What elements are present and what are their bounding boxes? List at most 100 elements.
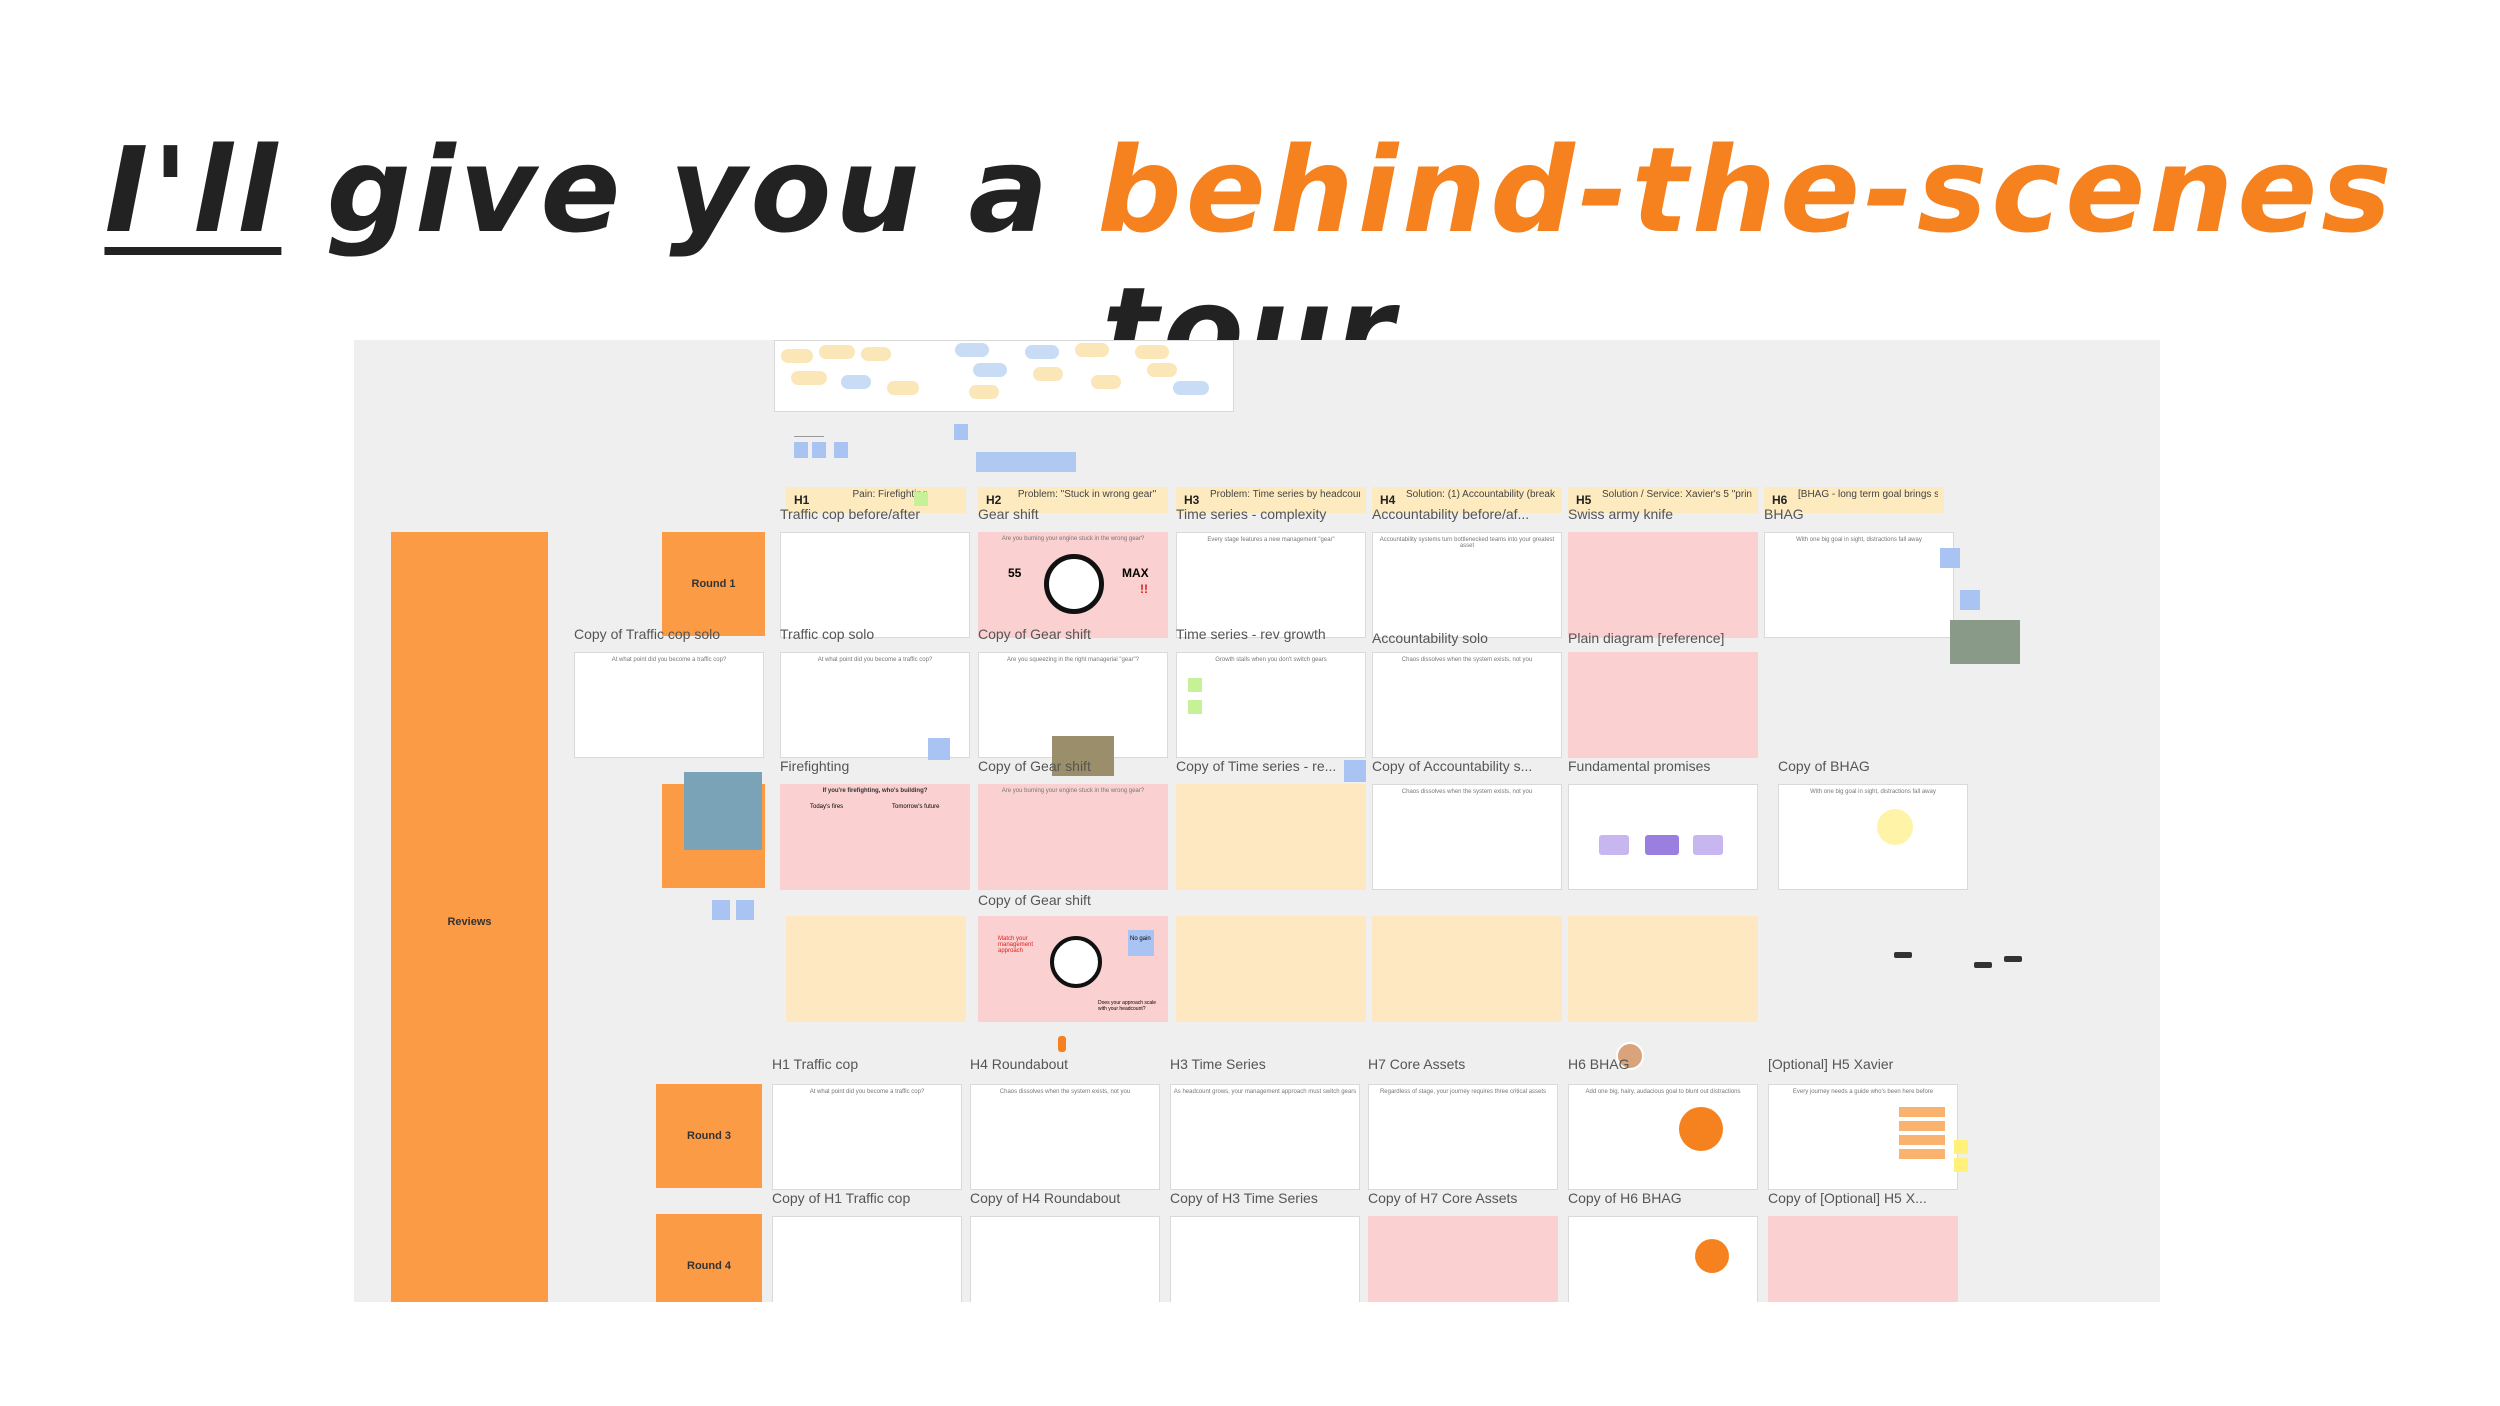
sticky-note[interactable]: [712, 900, 730, 920]
column-header-h2[interactable]: H2 Problem: "Stuck in wrong gear": [978, 487, 1168, 513]
sticky-note[interactable]: No gain: [1128, 930, 1154, 956]
sticky-pill[interactable]: [861, 347, 891, 361]
sticky-pill[interactable]: [887, 381, 919, 395]
orange-marker[interactable]: [1058, 1036, 1066, 1052]
sticky-note[interactable]: [1899, 1107, 1945, 1117]
sticky-pill[interactable]: [1033, 367, 1063, 381]
slide-traffic-cop-before-after[interactable]: [780, 532, 970, 638]
sticky-note[interactable]: [1188, 700, 1202, 714]
sticky-pill[interactable]: [1075, 343, 1109, 357]
sticky-note[interactable]: [812, 442, 826, 458]
frame-label: Copy of H4 Roundabout: [970, 1190, 1121, 1206]
slide-optional-h5-xavier[interactable]: Every journey needs a guide who's been h…: [1768, 1084, 1958, 1190]
slide-copy-h3-time-series[interactable]: [1170, 1216, 1360, 1302]
slide-firefighting[interactable]: If you're firefighting, who's building? …: [780, 784, 970, 890]
sticky-note[interactable]: [794, 442, 808, 458]
sticky-note[interactable]: [1960, 590, 1980, 610]
sticky-note[interactable]: [1188, 678, 1202, 692]
gear-max-label: MAX: [1122, 566, 1149, 580]
sticky-pill[interactable]: [1135, 345, 1169, 359]
frame-label: Copy of Time series - re...: [1176, 758, 1337, 774]
road-photo[interactable]: [1950, 620, 2020, 664]
column-header-h4[interactable]: H4 Solution: (1) Accountability (break t…: [1372, 487, 1562, 513]
slide-copy-traffic-cop-solo[interactable]: At what point did you become a traffic c…: [574, 652, 764, 758]
sticky-note[interactable]: [1899, 1135, 1945, 1145]
sticky-note[interactable]: [1954, 1158, 1968, 1172]
sticky-note[interactable]: [928, 738, 950, 760]
slide-copy-time-series[interactable]: [1176, 784, 1366, 890]
brainstorm-frame[interactable]: [774, 340, 1234, 412]
frame-label: Traffic cop solo: [780, 626, 875, 642]
column-header-h3[interactable]: H3 Problem: Time series by headcount: [1176, 487, 1366, 513]
sticky-pill[interactable]: [781, 349, 813, 363]
slide-copy-h4-roundabout[interactable]: [970, 1216, 1160, 1302]
sticky-pill[interactable]: [1025, 345, 1059, 359]
slide-copy-bhag[interactable]: With one big goal in sight, distractions…: [1778, 784, 1968, 890]
sticky-pill[interactable]: [1091, 375, 1121, 389]
slide-fundamental-promises[interactable]: [1568, 784, 1758, 890]
column-header-id: H5: [1576, 493, 1592, 507]
frame-label: H1 Traffic cop: [772, 1056, 859, 1072]
slide-copy-gear-shift-3[interactable]: Match your management approach No gain D…: [978, 916, 1168, 1022]
slide-placeholder[interactable]: [1568, 916, 1758, 1022]
slide-time-series-complexity[interactable]: Every stage features a new management "g…: [1176, 532, 1366, 638]
column-header-text: Pain: Firefighting: [852, 489, 928, 500]
slide-building-sketch[interactable]: [1176, 916, 1366, 1022]
sticky-pill[interactable]: [841, 375, 871, 389]
sticky-pill[interactable]: [973, 363, 1007, 377]
sticky-pill[interactable]: [791, 371, 827, 385]
slide-bhag[interactable]: With one big goal in sight, distractions…: [1764, 532, 1954, 638]
slide-copy-h1-traffic-cop[interactable]: [772, 1216, 962, 1302]
sticky-pill[interactable]: [1173, 381, 1209, 395]
slide-accountability-solo[interactable]: Chaos dissolves when the system exists, …: [1372, 652, 1562, 758]
column-header-h5[interactable]: H5 Solution / Service: Xavier's 5 "princ…: [1568, 487, 1758, 513]
slide-copy-gear-shift-2[interactable]: Are you burning your engine stuck in the…: [978, 784, 1168, 890]
sticky-pill[interactable]: [955, 343, 989, 357]
round-1-frame[interactable]: Round 1: [662, 532, 765, 636]
sticky-note[interactable]: [834, 442, 848, 458]
slide-copy-accountability[interactable]: Chaos dissolves when the system exists, …: [1372, 784, 1562, 890]
slide-placeholder[interactable]: [1372, 916, 1562, 1022]
sticky-note[interactable]: [1940, 548, 1960, 568]
round-4-frame[interactable]: Round 4: [656, 1214, 762, 1302]
frame-label: Traffic cop before/after: [780, 506, 921, 522]
slide-caption: Are you burning your engine stuck in the…: [1001, 536, 1145, 542]
slide-h4-roundabout[interactable]: Chaos dissolves when the system exists, …: [970, 1084, 1160, 1190]
sticky-note[interactable]: [954, 424, 968, 440]
slide-placeholder[interactable]: [786, 916, 966, 1022]
slide-h1-traffic-cop[interactable]: At what point did you become a traffic c…: [772, 1084, 962, 1190]
whiteboard-screenshot[interactable]: H1 Pain: Firefighting H2 Problem: "Stuck…: [354, 340, 2160, 1302]
slide-h3-time-series[interactable]: As headcount grows, your management appr…: [1170, 1084, 1360, 1190]
slide-gear-shift[interactable]: Are you burning your engine stuck in the…: [978, 532, 1168, 638]
reviews-frame[interactable]: Reviews: [391, 532, 548, 1302]
frame-label: Copy of Gear shift: [978, 758, 1091, 774]
slide-copy-optional-h5-xavier[interactable]: [1768, 1216, 1958, 1302]
column-header-text: [BHAG - long term goal brings short term…: [1798, 489, 1938, 500]
heading-highlight: behind-the-scenes: [1097, 121, 2396, 259]
sticky-note[interactable]: [1899, 1149, 1945, 1159]
sticky-pill[interactable]: [819, 345, 855, 359]
sticky-note[interactable]: [1954, 1140, 1968, 1154]
round-3-frame[interactable]: Round 3: [656, 1084, 762, 1188]
slide-h6-bhag[interactable]: Add one big, hairy, audacious goal to bl…: [1568, 1084, 1758, 1190]
sticky-note[interactable]: [914, 492, 928, 506]
slide-plain-diagram[interactable]: [1568, 652, 1758, 758]
sticky-pill[interactable]: [1147, 363, 1177, 377]
person-illustration[interactable]: [684, 772, 762, 850]
slide-copy-h6-bhag[interactable]: [1568, 1216, 1758, 1302]
sticky-note[interactable]: [976, 452, 1076, 472]
slide-accountability-before-after[interactable]: Accountability systems turn bottlenecked…: [1372, 532, 1562, 638]
sticky-note[interactable]: [1899, 1121, 1945, 1131]
sticky-pill[interactable]: [969, 385, 999, 399]
column-header-h6[interactable]: H6 [BHAG - long term goal brings short t…: [1764, 487, 1944, 513]
slide-swiss-army-knife[interactable]: [1568, 532, 1758, 638]
sticky-note[interactable]: [1344, 760, 1366, 782]
reviews-label: Reviews: [447, 916, 492, 928]
car-photo[interactable]: [1052, 736, 1114, 776]
column-header-h1[interactable]: H1 Pain: Firefighting: [786, 487, 966, 513]
slide-h7-core-assets[interactable]: Regardless of stage, your journey requir…: [1368, 1084, 1558, 1190]
avatar[interactable]: [1616, 1042, 1644, 1070]
slide-copy-h7-core-assets[interactable]: [1368, 1216, 1558, 1302]
sticky-note[interactable]: [736, 900, 754, 920]
slide-time-series-rev-growth[interactable]: Growth stalls when you don't switch gear…: [1176, 652, 1366, 758]
